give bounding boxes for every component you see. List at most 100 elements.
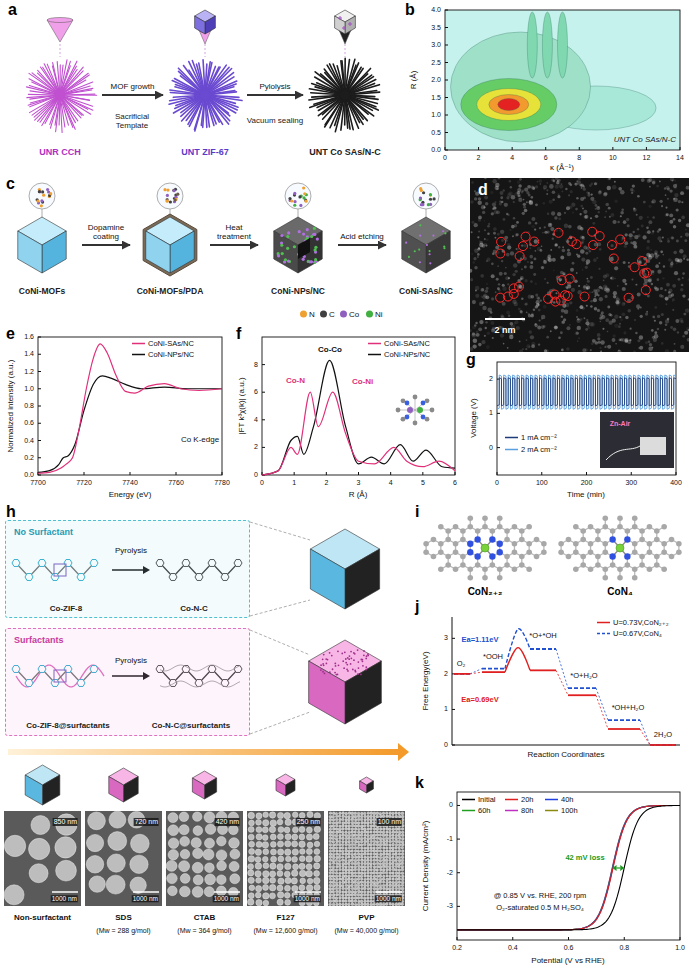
battery-device (640, 437, 666, 455)
image-grain (670, 326, 673, 329)
image-grain (656, 185, 659, 188)
sem-particle (364, 837, 367, 840)
image-grain (607, 177, 610, 180)
image-grain (610, 314, 613, 317)
sem-particle (341, 818, 344, 821)
surface-dot (349, 655, 351, 657)
scale-bar (295, 891, 321, 893)
tick-mark (262, 392, 265, 393)
sem-particle (398, 840, 401, 843)
carbon-atom (413, 421, 418, 426)
image-grain (654, 252, 657, 255)
image-grain (514, 302, 518, 306)
sem-particle (229, 825, 239, 835)
particle-polyhedron (25, 765, 60, 805)
contour-level (451, 32, 591, 142)
cobalt-atom (407, 407, 413, 413)
image-grain (557, 180, 559, 182)
sem-particle (332, 831, 335, 834)
sem-particle (351, 843, 353, 845)
sem-particle (314, 849, 320, 855)
image-grain (598, 211, 600, 213)
image-grain (521, 244, 523, 246)
image-grain (580, 197, 584, 201)
image-grain (633, 245, 637, 249)
sem-particle (379, 840, 382, 843)
sem-particle (345, 843, 348, 846)
sem-particle (376, 834, 379, 837)
sem-particle (130, 855, 148, 873)
image-grain (541, 325, 545, 329)
sem-particle (357, 812, 360, 815)
image-grain (555, 177, 558, 180)
image-grain (521, 191, 523, 193)
image-grain (523, 244, 527, 248)
image-grain (528, 200, 533, 205)
single-atom-circle (567, 237, 576, 246)
image-grain (576, 332, 579, 335)
nanorod (173, 95, 202, 97)
sem-particle (179, 861, 190, 872)
image-grain (619, 316, 621, 318)
image-grain (504, 272, 507, 275)
image-grain (533, 273, 536, 276)
sem-particle (216, 850, 227, 861)
image-grain (488, 223, 490, 225)
image-grain (673, 197, 678, 202)
single-atom-mark (342, 26, 346, 30)
nitrogen-atom (405, 401, 410, 406)
image-grain (543, 185, 547, 189)
image-grain (639, 346, 643, 350)
sem-particle (386, 812, 388, 814)
image-grain (610, 244, 613, 247)
sem-particle (192, 862, 203, 873)
image-grain (550, 227, 554, 231)
surface-dot (358, 667, 360, 669)
sem-particle (247, 899, 253, 905)
image-grain (614, 181, 616, 183)
urchin-core (200, 90, 210, 100)
sem-particle (345, 821, 348, 824)
image-grain (686, 258, 689, 261)
image-grain (661, 205, 663, 207)
image-grain (582, 269, 584, 271)
single-atom (442, 230, 444, 232)
nanorod (205, 98, 207, 127)
image-grain (586, 259, 591, 264)
sem-particle (339, 837, 341, 839)
image-grain (567, 249, 570, 252)
image-grain (524, 188, 528, 192)
image-grain (475, 294, 479, 298)
image-grain (629, 233, 633, 237)
image-grain (495, 201, 497, 203)
image-grain (614, 324, 618, 328)
atom (429, 193, 432, 196)
image-grain (625, 316, 628, 319)
image-grain (631, 279, 633, 281)
image-grain (680, 191, 684, 195)
image-grain (641, 224, 644, 227)
contour-level (542, 12, 552, 78)
image-grain (566, 206, 570, 210)
sem-particle (314, 877, 320, 883)
sem-particle (229, 838, 240, 849)
atom (298, 195, 301, 198)
surface-dot (350, 657, 352, 659)
image-grain (484, 289, 488, 293)
polyhedron-face (310, 549, 345, 609)
sem-particle (357, 825, 360, 828)
sem-particle (386, 828, 388, 830)
image-grain (487, 232, 490, 235)
tick-mark (38, 337, 41, 338)
image-grain (614, 199, 618, 203)
atom (293, 192, 296, 195)
tick-mark (445, 115, 448, 116)
image-grain (574, 279, 578, 283)
tick-mark (445, 132, 448, 133)
image-grain (552, 198, 555, 201)
sem-particle (300, 849, 306, 855)
image-grain (492, 337, 494, 339)
sem-particle (363, 828, 366, 831)
sem-particle (348, 828, 351, 831)
polyhedron-face (205, 778, 217, 799)
